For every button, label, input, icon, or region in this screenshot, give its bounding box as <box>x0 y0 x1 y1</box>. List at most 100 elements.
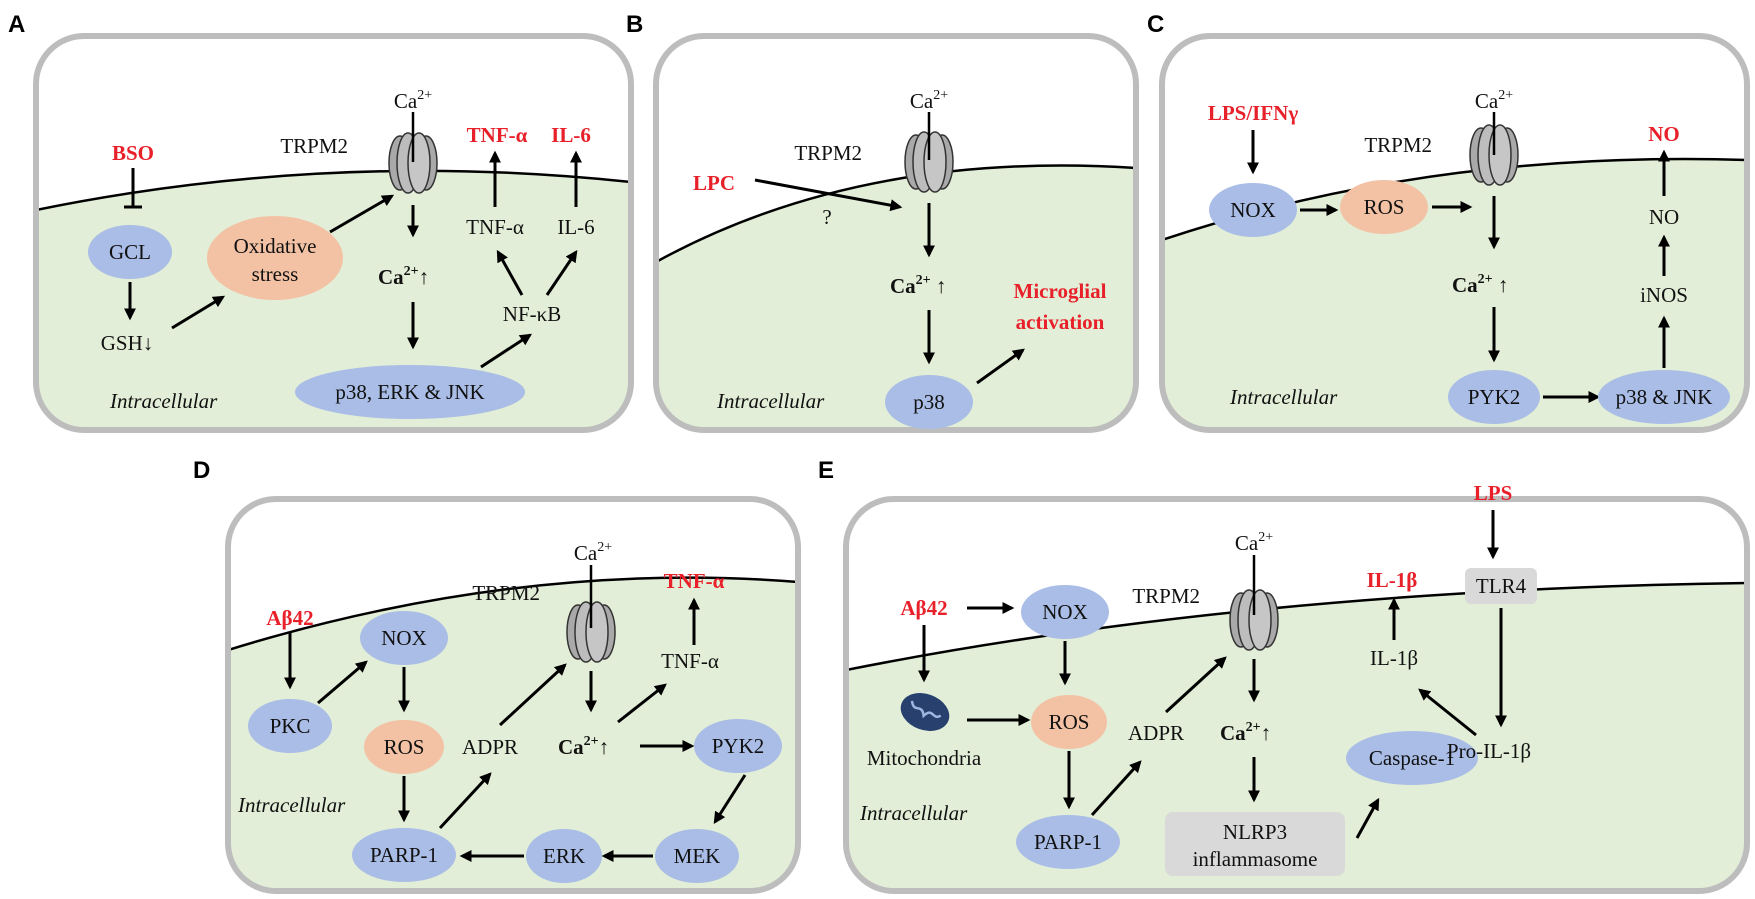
cell-membrane <box>36 169 631 212</box>
panel-a: A BSO GCL GSH↓ Oxidative stress Ca2+ TRP… <box>8 11 634 433</box>
panel-e-label: E <box>818 457 834 484</box>
nox-label: NOX <box>381 626 427 650</box>
nfkb-label: NF-κB <box>503 302 561 326</box>
cell-border <box>843 496 1750 894</box>
mitochondria-label: Mitochondria <box>867 746 982 770</box>
inflammasome-label: inflammasome <box>1193 847 1318 871</box>
output-tnf: TNF-α <box>467 123 528 147</box>
panel-a-label: A <box>8 11 25 38</box>
pyk2-label: PYK2 <box>1468 385 1521 409</box>
ca-ion: Ca2+ <box>910 88 948 113</box>
pkc-label: PKC <box>270 714 311 738</box>
cell-border <box>33 33 634 433</box>
panel-b-label: B <box>626 11 643 38</box>
gcl-node <box>88 225 172 279</box>
stress-label: stress <box>252 262 299 286</box>
panel-b: B Ca2+ TRPM2 LPC ? Ca2+ ↑ p38 Microglial… <box>626 11 1139 433</box>
ca-increase: Ca2+↑ <box>378 264 429 289</box>
parp1-label: PARP-1 <box>1034 830 1102 854</box>
nox-node <box>1021 585 1109 639</box>
output-no: NO <box>1648 122 1680 146</box>
tnf-label: TNF-α <box>466 215 524 239</box>
ca-increase: Ca2+↑ <box>1220 720 1271 745</box>
tlr4-node <box>1465 568 1537 604</box>
cell-membrane <box>656 164 1136 264</box>
panel-c-label: C <box>1147 11 1164 38</box>
pyk2-node <box>1448 370 1540 424</box>
nox-node <box>360 611 448 665</box>
output-activation: activation <box>1016 310 1105 334</box>
nox-label: NOX <box>1042 600 1088 624</box>
panel-e: E Aβ42 Mitochondria NOX ROS PARP-1 ADPR … <box>818 457 1750 894</box>
trpm2-label: TRPM2 <box>280 134 348 158</box>
cell-border <box>653 33 1139 433</box>
output-il6: IL-6 <box>551 123 591 147</box>
ca-ion: Ca2+ <box>1475 88 1513 113</box>
oxidative-stress-node <box>207 216 343 300</box>
mapk-node <box>295 365 525 419</box>
ros-label: ROS <box>1364 195 1405 219</box>
output-microglial: Microglial <box>1014 279 1107 303</box>
cell-border <box>225 496 801 894</box>
ros-node <box>364 720 444 774</box>
nox-label: NOX <box>1230 198 1276 222</box>
trigger-abeta42: Aβ42 <box>900 596 947 620</box>
ros-label: ROS <box>1049 710 1090 734</box>
pkc-node <box>248 699 332 753</box>
ca-increase: Ca2+ ↑ <box>1452 272 1508 297</box>
intracellular-label: Intracellular <box>859 801 968 825</box>
output-tnf: TNF-α <box>664 569 725 593</box>
parp1-node <box>1016 815 1120 869</box>
ca-ion: Ca2+ <box>574 540 612 565</box>
no-label: NO <box>1649 205 1679 229</box>
panel-d-label: D <box>193 457 210 484</box>
pyk2-label: PYK2 <box>712 734 765 758</box>
pro-il1b-label: Pro-IL-1β <box>1447 739 1531 763</box>
trpm2-label: TRPM2 <box>1364 133 1432 157</box>
panel-d: D Aβ42 PKC NOX ROS PARP-1 ADPR Ca2+ TRPM… <box>193 457 801 894</box>
tlr4-label: TLR4 <box>1476 574 1527 598</box>
trigger-abeta42: Aβ42 <box>266 606 313 630</box>
ros-label: ROS <box>384 735 425 759</box>
il6-label: IL-6 <box>557 215 594 239</box>
il1b-label: IL-1β <box>1370 646 1418 670</box>
trigger-lps: LPS <box>1474 481 1513 505</box>
gcl-label: GCL <box>109 240 151 264</box>
panel-c: C LPS/IFNγ NOX ROS Ca2+ TRPM2 Ca2+ ↑ PYK… <box>1147 11 1750 433</box>
parp1-node <box>352 828 456 882</box>
trigger-lpc: LPC <box>693 171 735 195</box>
intracellular-label: Intracellular <box>1229 385 1338 409</box>
p38-jnk-label: p38 & JNK <box>1616 385 1713 409</box>
mek-node <box>655 829 739 883</box>
inos-label: iNOS <box>1640 283 1688 307</box>
nlrp3-inflammasome-node <box>1165 812 1345 876</box>
erk-label: ERK <box>543 844 585 868</box>
parp1-label: PARP-1 <box>370 843 438 867</box>
trpm2-label: TRPM2 <box>1132 584 1200 608</box>
mek-label: MEK <box>674 844 721 868</box>
cell-border <box>1159 33 1750 433</box>
adpr-label: ADPR <box>462 735 518 759</box>
output-il1b: IL-1β <box>1367 568 1418 592</box>
adpr-label: ADPR <box>1128 721 1184 745</box>
p38-node <box>885 375 973 429</box>
trpm2-label: TRPM2 <box>794 141 862 165</box>
caspase1-node <box>1346 731 1478 785</box>
ros-node <box>1031 695 1107 749</box>
trigger-bso: BSO <box>112 141 154 165</box>
ca-increase: Ca2+ ↑ <box>890 273 946 298</box>
p38-label: p38 <box>913 390 945 414</box>
intracellular-label: Intracellular <box>716 389 825 413</box>
trpm2-label: TRPM2 <box>472 581 540 605</box>
tnf-label: TNF-α <box>661 649 719 673</box>
mapk-label: p38, ERK & JNK <box>335 380 484 404</box>
nlrp3-label: NLRP3 <box>1223 820 1287 844</box>
cell-membrane <box>228 576 798 652</box>
trigger-lps-ifng: LPS/IFNγ <box>1208 101 1299 125</box>
oxidative-label: Oxidative <box>234 234 317 258</box>
pyk2-node <box>694 719 782 773</box>
ros-node <box>1340 180 1428 234</box>
question-mark: ? <box>822 205 831 229</box>
caspase1-label: Caspase-1 <box>1369 746 1455 770</box>
